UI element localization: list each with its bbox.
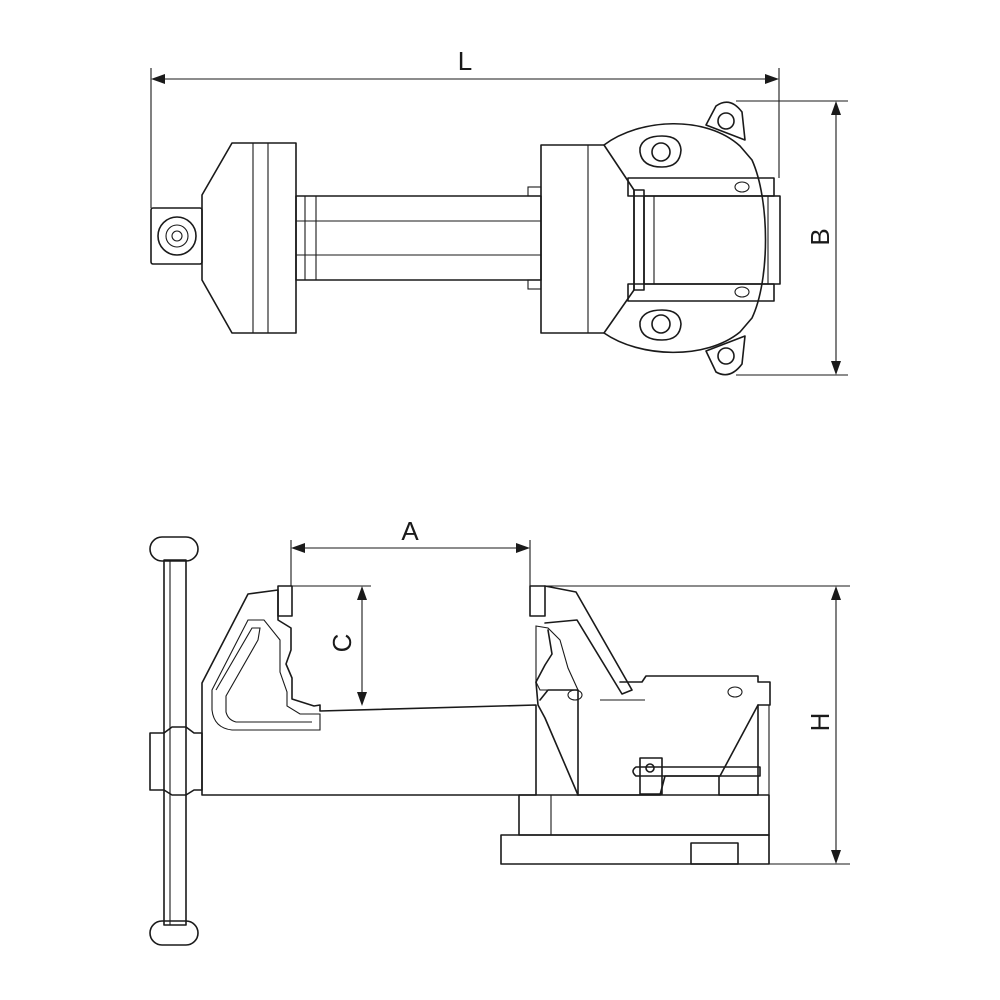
- handle-hub: [150, 207, 203, 265]
- dimension-b: B: [736, 100, 848, 376]
- fixed-jaw-side: [500, 585, 771, 865]
- dimension-label-h: H: [805, 713, 835, 732]
- top-view: L B: [150, 46, 848, 376]
- swivel-base-top: [603, 101, 781, 376]
- dimension-a: A: [290, 516, 531, 586]
- dimension-h: H: [545, 585, 850, 865]
- t-handle: [149, 536, 203, 946]
- fixed-jaw-top: [540, 144, 645, 334]
- dimension-label-b: B: [805, 228, 835, 245]
- slide-bar-top: [295, 186, 542, 290]
- movable-jaw-side: [201, 585, 537, 796]
- dimension-l: L: [150, 46, 780, 208]
- movable-jaw-top: [201, 142, 297, 334]
- dimension-label-a: A: [401, 516, 419, 546]
- dimension-c: C: [292, 585, 371, 706]
- dimension-label-l: L: [458, 46, 472, 76]
- dimension-label-c: C: [327, 634, 357, 653]
- side-view: A C H: [149, 516, 850, 946]
